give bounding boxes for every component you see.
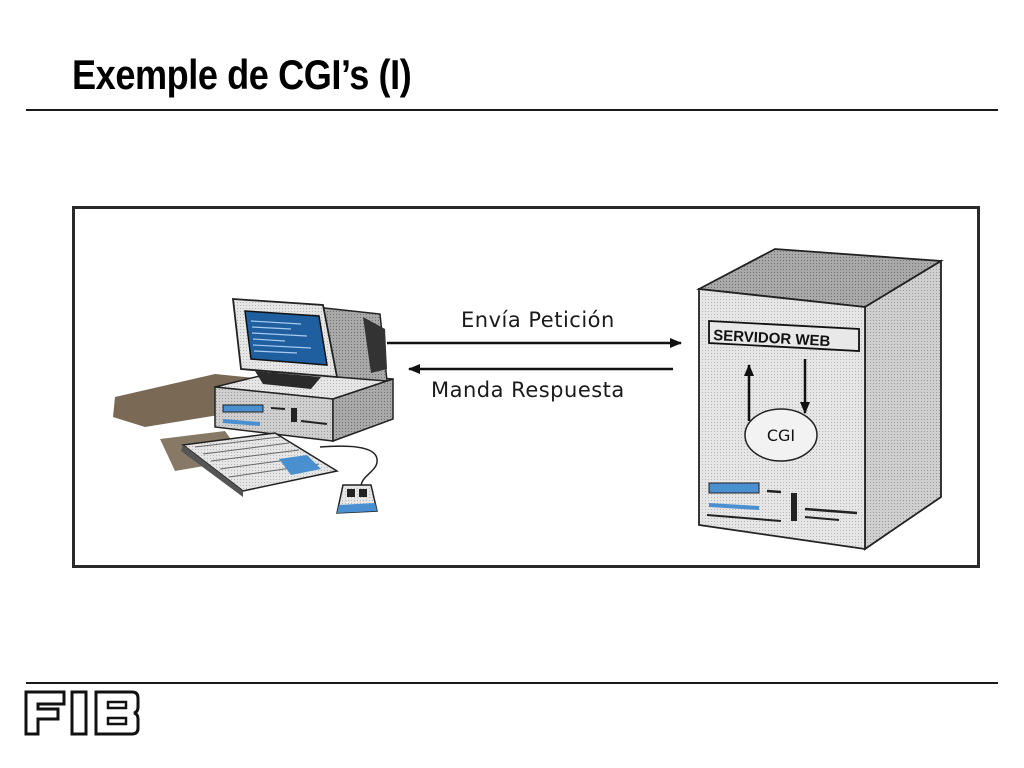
keyboard <box>181 432 339 492</box>
web-server-icon: SERVIDOR WEB CGI <box>695 248 944 551</box>
system-unit-side <box>332 377 394 443</box>
slide-title: Exemple de CGI’s (I) <box>72 51 412 98</box>
server-label-plate <box>708 320 860 352</box>
server-drive-bay <box>708 482 760 494</box>
cgi-process <box>744 408 818 462</box>
cgi-label: CGI <box>767 426 795 445</box>
mouse-cord <box>319 445 378 488</box>
server-side <box>864 259 942 551</box>
footer-divider <box>26 682 998 684</box>
fib-logo <box>24 690 140 736</box>
monitor-screen <box>244 310 328 366</box>
diagram-canvas: Envía Petición Manda Respuesta SERVIDOR … <box>113 248 944 551</box>
floppy-slot <box>222 404 264 413</box>
response-label: Manda Respuesta <box>431 378 625 402</box>
monitor-stand <box>255 371 321 389</box>
server-label: SERVIDOR WEB <box>713 327 831 350</box>
monitor-rear <box>363 317 387 373</box>
client-computer-icon <box>113 298 394 514</box>
cgi-diagram: Envía Petición Manda Respuesta SERVIDOR … <box>72 206 980 568</box>
title-divider <box>26 109 998 111</box>
request-label: Envía Petición <box>461 308 615 332</box>
